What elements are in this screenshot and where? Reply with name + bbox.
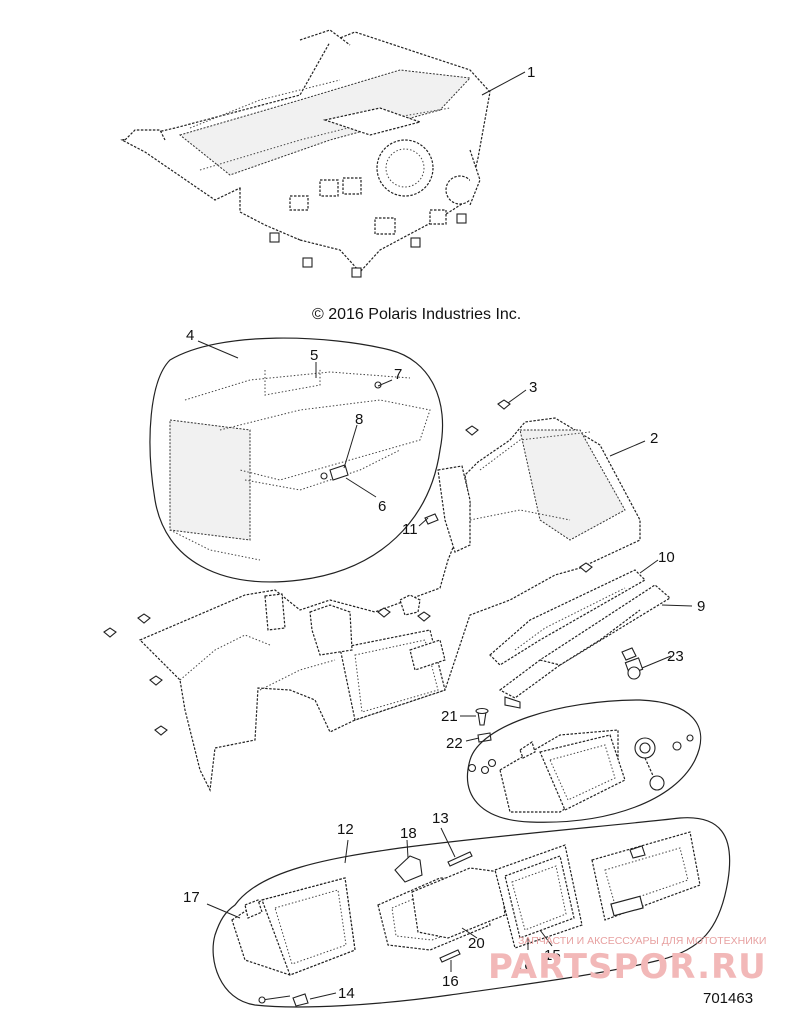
callout-labels: 1 2 3 4 5 6 7 8 9 10 11 12 13 14 15 16 1…: [183, 64, 705, 1002]
bin-group-right: [466, 699, 702, 823]
part-4-harness-group: [149, 337, 444, 583]
part-22-nut: [477, 732, 492, 743]
part-10-bezel: [489, 569, 646, 666]
part-20-door-frame: [377, 867, 506, 951]
callout-11: 11: [402, 521, 418, 538]
copyright-text: © 2016 Polaris Industries Inc.: [312, 306, 521, 323]
callout-22: 22: [446, 735, 463, 752]
callout-4: 4: [186, 327, 194, 344]
callout-12: 12: [337, 821, 354, 838]
leader-lines: [197, 71, 693, 1000]
callout-10: 10: [658, 549, 675, 566]
callout-16: 16: [442, 973, 459, 990]
callout-19: 19: [516, 960, 533, 977]
callout-15: 15: [544, 947, 561, 964]
callout-2: 2: [650, 430, 658, 447]
callout-8: 8: [355, 411, 363, 428]
watermark: ЗАПЧАСТИ И АКСЕССУАРЫ ДЛЯ МОТОТЕХНИКИ PA…: [488, 935, 767, 987]
figure-number: 701463: [703, 990, 753, 1007]
callout-5: 5: [310, 347, 318, 364]
part-17-bin: [231, 877, 356, 976]
part-9-bezel-trim: [498, 584, 672, 709]
callout-13: 13: [432, 810, 449, 827]
part-23-power-socket: [621, 647, 644, 680]
callout-1: 1: [527, 64, 535, 81]
part-3-clips: [103, 399, 593, 736]
part-18-latch: [394, 855, 423, 883]
part-19-door-cover: [591, 831, 701, 921]
callout-6: 6: [378, 498, 386, 515]
callout-18: 18: [400, 825, 417, 842]
callout-17: 17: [183, 889, 200, 906]
watermark-logo: PARTSPOR.RU: [488, 947, 767, 987]
callout-9: 9: [697, 598, 705, 615]
part-1-upper-dash-panel: [120, 29, 491, 273]
callout-23: 23: [667, 648, 684, 665]
part-16-screw: [439, 949, 461, 963]
callout-14: 14: [338, 985, 355, 1002]
watermark-caption: ЗАПЧАСТИ И АКСЕССУАРЫ ДЛЯ МОТОТЕХНИКИ: [518, 935, 766, 947]
part-2-lower-dash: [138, 417, 641, 793]
callout-7: 7: [394, 366, 402, 383]
part-1-clips: [269, 213, 467, 278]
part-13-screw: [447, 851, 473, 867]
callout-21: 21: [441, 708, 458, 725]
callout-20: 20: [468, 935, 485, 952]
callout-3: 3: [529, 379, 537, 396]
part-21-screw: [475, 707, 489, 726]
part-14-clip: [258, 993, 309, 1007]
part-15-door-panel: [494, 844, 583, 949]
